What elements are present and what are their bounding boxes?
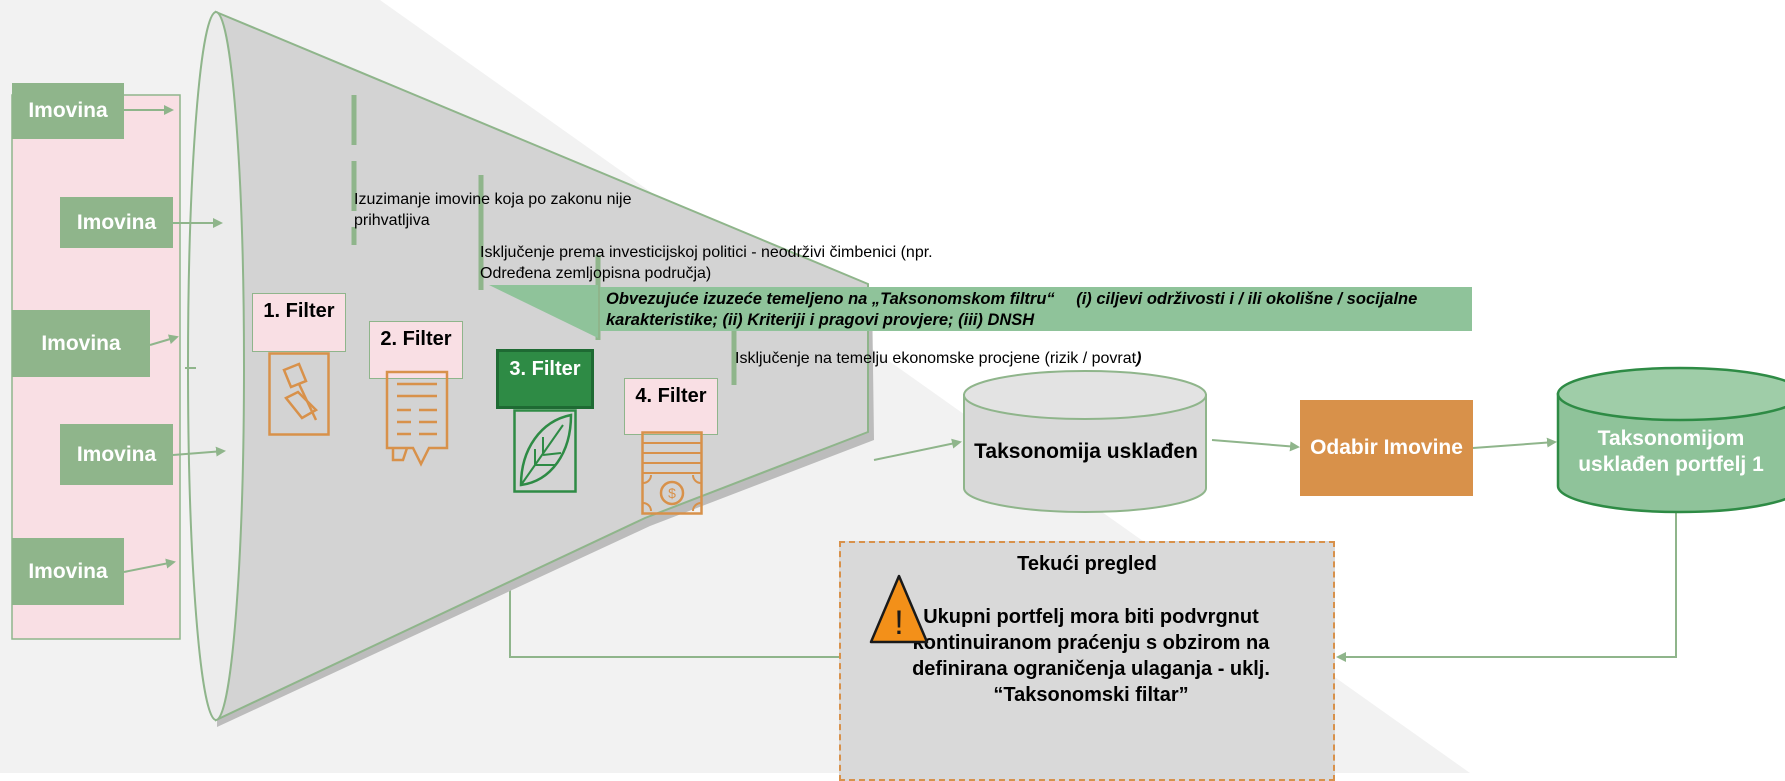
policy-exclusion-note: Isključenje prema investicijskoj politic… — [480, 244, 933, 282]
asset-arrow-4 — [172, 446, 226, 457]
review-title: Tekući pregled — [1017, 553, 1157, 575]
ongoing-review-box: Tekući pregled Ukupni portfelj mora biti… — [839, 541, 1335, 781]
banner-pointer — [489, 285, 598, 338]
asset-box: Imovina — [12, 538, 124, 605]
warning-mark: ! — [894, 604, 903, 642]
asset-box: Imovina — [60, 424, 173, 485]
asset-arrow-3 — [149, 334, 179, 346]
selection-label: Odabir Imovine — [1310, 436, 1463, 459]
review-body: Ukupni portfelj mora biti podvrgnut kont… — [912, 606, 1270, 706]
flow-arrow-selection — [1472, 437, 1557, 449]
gavel-icon — [268, 352, 330, 436]
leaf-icon — [513, 409, 577, 493]
aligned-label: Taksonomija usklađen — [974, 440, 1198, 463]
portfolio-cylinder — [1556, 366, 1785, 514]
flow-arrow-aligned — [1211, 439, 1300, 452]
money-icon: $ — [641, 431, 703, 515]
filter-2-label: 2. Filter — [369, 321, 463, 379]
economic-exclusion-note: Isključenje na temelju ekonomske procjen… — [735, 348, 1155, 369]
flow-arrow-funnel — [873, 438, 962, 461]
filter-4-label: 4. Filter — [624, 378, 718, 435]
warning-icon: ! — [869, 574, 929, 644]
selection-box — [1300, 400, 1473, 496]
economic-exclusion-text: Isključenje na temelju ekonomske procjen… — [735, 350, 1137, 367]
legal-exclusion-note: Izuzimanje imovine koja po zakonu nije p… — [354, 191, 632, 229]
asset-box: Imovina — [60, 197, 173, 248]
filter-1-label: 1. Filter — [252, 293, 346, 352]
taxonomy-filter-banner: Obvezujuće izuzeće temeljeno na „Taksono… — [600, 287, 1472, 331]
aligned-cylinder — [963, 370, 1207, 513]
svg-text:$: $ — [668, 485, 676, 501]
asset-box: Imovina — [12, 310, 150, 377]
filter-3-label: 3. Filter — [496, 349, 594, 409]
portfolio-label: Taksonomijom usklađen portfelj 1 — [1578, 427, 1764, 476]
funnel-mouth — [187, 11, 245, 721]
asset-arrow-5 — [123, 558, 176, 573]
document-icon — [385, 370, 449, 467]
asset-box: Imovina — [12, 83, 124, 139]
economic-exclusion-paren: ) — [1136, 350, 1142, 367]
feedback-line-right — [1336, 512, 1677, 662]
